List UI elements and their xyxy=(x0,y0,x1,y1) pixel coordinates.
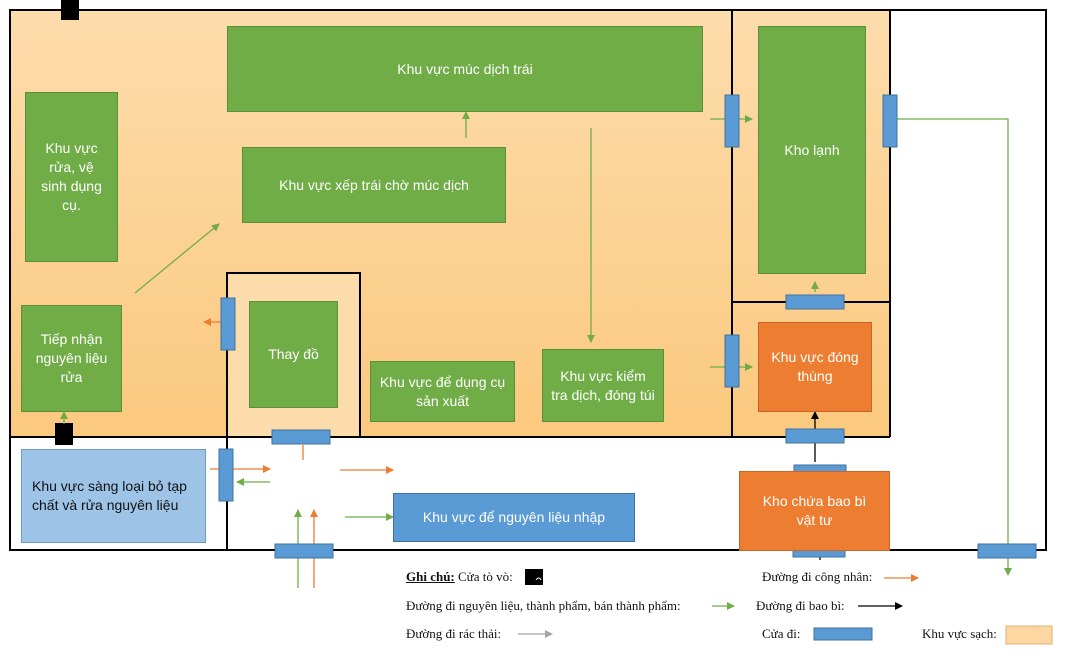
door-exit xyxy=(977,543,1037,559)
area-tool-washing: Khu vực rửa, vệ sinh dụng cụ. xyxy=(25,92,118,262)
door-changing-left xyxy=(220,297,236,351)
legend-door-icon xyxy=(813,627,873,641)
arch-door-top xyxy=(61,0,79,20)
door-cold-store-right xyxy=(882,94,898,148)
legend-clean-swatch xyxy=(1005,625,1053,645)
area-inspection-bagging: Khu vực kiểm tra dịch, đóng túi xyxy=(542,349,664,422)
door-entrance xyxy=(274,543,334,559)
legend-arch-label: Cửa tò vò: xyxy=(458,569,513,584)
area-tool-storage: Khu vực để dụng cụ sản xuất xyxy=(370,361,515,422)
door-screening xyxy=(218,448,234,502)
legend-worker-path: Đường đi công nhân: xyxy=(762,569,873,584)
material-paths xyxy=(60,111,1012,588)
legend-packaging-path: Đường đi bao bì: xyxy=(756,598,845,613)
area-screening-washing: Khu vực sàng loại bỏ tạp chất và rửa ngu… xyxy=(21,449,206,543)
legend-waste-path: Đường đi rác thải: xyxy=(406,626,502,641)
door-packing-bottom xyxy=(785,428,845,444)
legend-symbols xyxy=(518,569,1053,645)
legend-arch-icon xyxy=(525,569,543,585)
area-packaging-store: Kho chứa bao bì vật tư xyxy=(739,471,890,551)
door-changing-bottom xyxy=(271,429,331,445)
area-cold-store: Kho lạnh xyxy=(758,26,866,274)
arch-door-reception xyxy=(55,423,73,445)
legend-arch: Ghi chú: Cửa tò vò: xyxy=(406,569,513,585)
area-material-reception: Tiếp nhận nguyên liệu rửa xyxy=(21,305,122,412)
area-raw-material-storage: Khu vực để nguyên liệu nhập xyxy=(393,493,635,542)
area-fruit-staging: Khu vực xếp trái chờ múc dịch xyxy=(242,147,506,223)
area-fruit-pulp-scooping: Khu vực múc dịch trái xyxy=(227,26,703,112)
area-boxing: Khu vực đóng thùng xyxy=(758,322,872,412)
legend-title: Ghi chú: xyxy=(406,569,455,584)
door-cold-store-bottom xyxy=(785,294,845,310)
legend-clean-area: Khu vực sạch: xyxy=(922,626,997,641)
door-packing-left xyxy=(724,334,740,388)
area-changing-room: Thay đồ xyxy=(249,301,338,408)
legend-door: Cửa đi: xyxy=(762,626,801,641)
door-cold-store-left xyxy=(724,94,740,148)
arch-door-icons xyxy=(55,0,79,445)
legend-material-path: Đường đi nguyên liệu, thành phẩm, bán th… xyxy=(406,598,681,613)
